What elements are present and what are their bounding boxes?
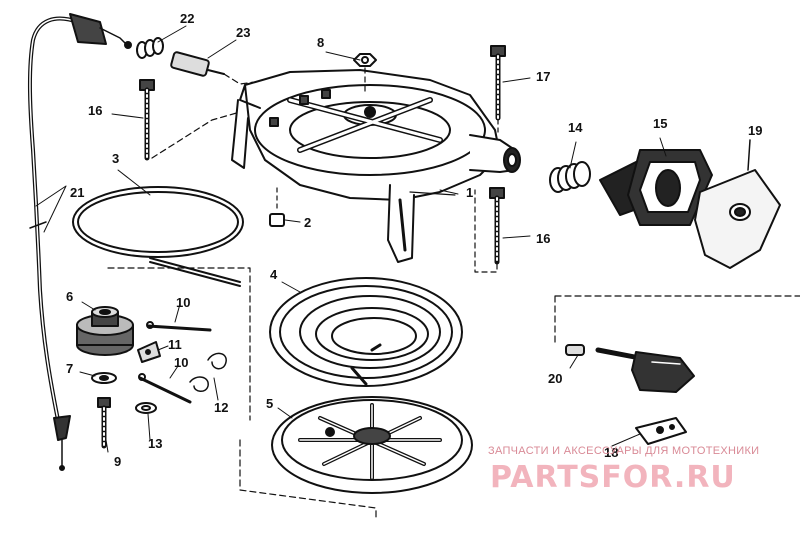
assembly-outline-left [107, 267, 251, 421]
callout-16-right: 16 [536, 231, 551, 246]
callout-19: 19 [748, 123, 763, 138]
part-19-plate [694, 139, 781, 269]
callout-21: 21 [70, 185, 85, 200]
callout-20: 20 [548, 371, 563, 386]
callout-22: 22 [180, 11, 195, 26]
part-15-handle [599, 149, 713, 226]
callout-3: 3 [112, 151, 120, 166]
callout-12: 12 [214, 400, 229, 415]
part-13-washer [135, 402, 157, 414]
part-10-lever-lower [138, 373, 192, 404]
part-23-plunger [170, 51, 301, 85]
callout-16-left: 16 [88, 103, 103, 118]
assembly-outline-bottom [239, 439, 377, 521]
callout-11: 11 [168, 337, 182, 352]
callout-5: 5 [266, 396, 274, 411]
callout-13: 13 [148, 436, 163, 451]
watermark-caption: ЗАПЧАСТИ И АКСЕССУАРЫ ДЛЯ МОТОТЕХНИКИ [488, 445, 760, 457]
callout-9: 9 [114, 454, 122, 469]
part-6-hub [76, 306, 134, 356]
watermark-logo: PARTSFOR.RU [490, 460, 736, 495]
callout-15: 15 [653, 116, 668, 131]
callout-17: 17 [536, 69, 551, 84]
part-11-pawl [137, 341, 161, 363]
callout-10-lower: 10 [174, 355, 189, 370]
part-14-spring [549, 161, 591, 193]
part-2-screw [269, 187, 285, 227]
part-17-bolt [490, 45, 506, 136]
callout-14: 14 [568, 120, 583, 135]
callout-2: 2 [304, 215, 312, 230]
part-20-grip [565, 344, 695, 393]
callout-1: 1 [466, 185, 474, 200]
callout-23: 23 [236, 25, 251, 40]
part-10-lever-upper [146, 321, 212, 332]
callout-10-upper: 10 [176, 295, 191, 310]
callout-18: 18 [604, 445, 619, 460]
part-5-pulley [271, 396, 473, 494]
part-12-springs [189, 352, 227, 392]
part-21-cable [27, 13, 132, 471]
callout-7: 7 [66, 361, 74, 376]
part-9-bolt [97, 397, 111, 449]
part-4-recoil-spring [269, 277, 463, 387]
part-18-clip [635, 417, 687, 445]
part-16-bolt-left [139, 79, 241, 161]
part-22-spring [136, 37, 164, 59]
part-3-rope [72, 186, 244, 287]
callout-4: 4 [270, 267, 278, 282]
callout-6: 6 [66, 289, 74, 304]
callout-8: 8 [317, 35, 325, 50]
part-7-washer [91, 372, 117, 384]
assembly-outline-right [554, 295, 800, 346]
part-1-housing [231, 69, 521, 263]
leader-lines [35, 25, 667, 453]
part-8-nut [353, 53, 377, 96]
part-16-bolt-right [474, 187, 505, 273]
